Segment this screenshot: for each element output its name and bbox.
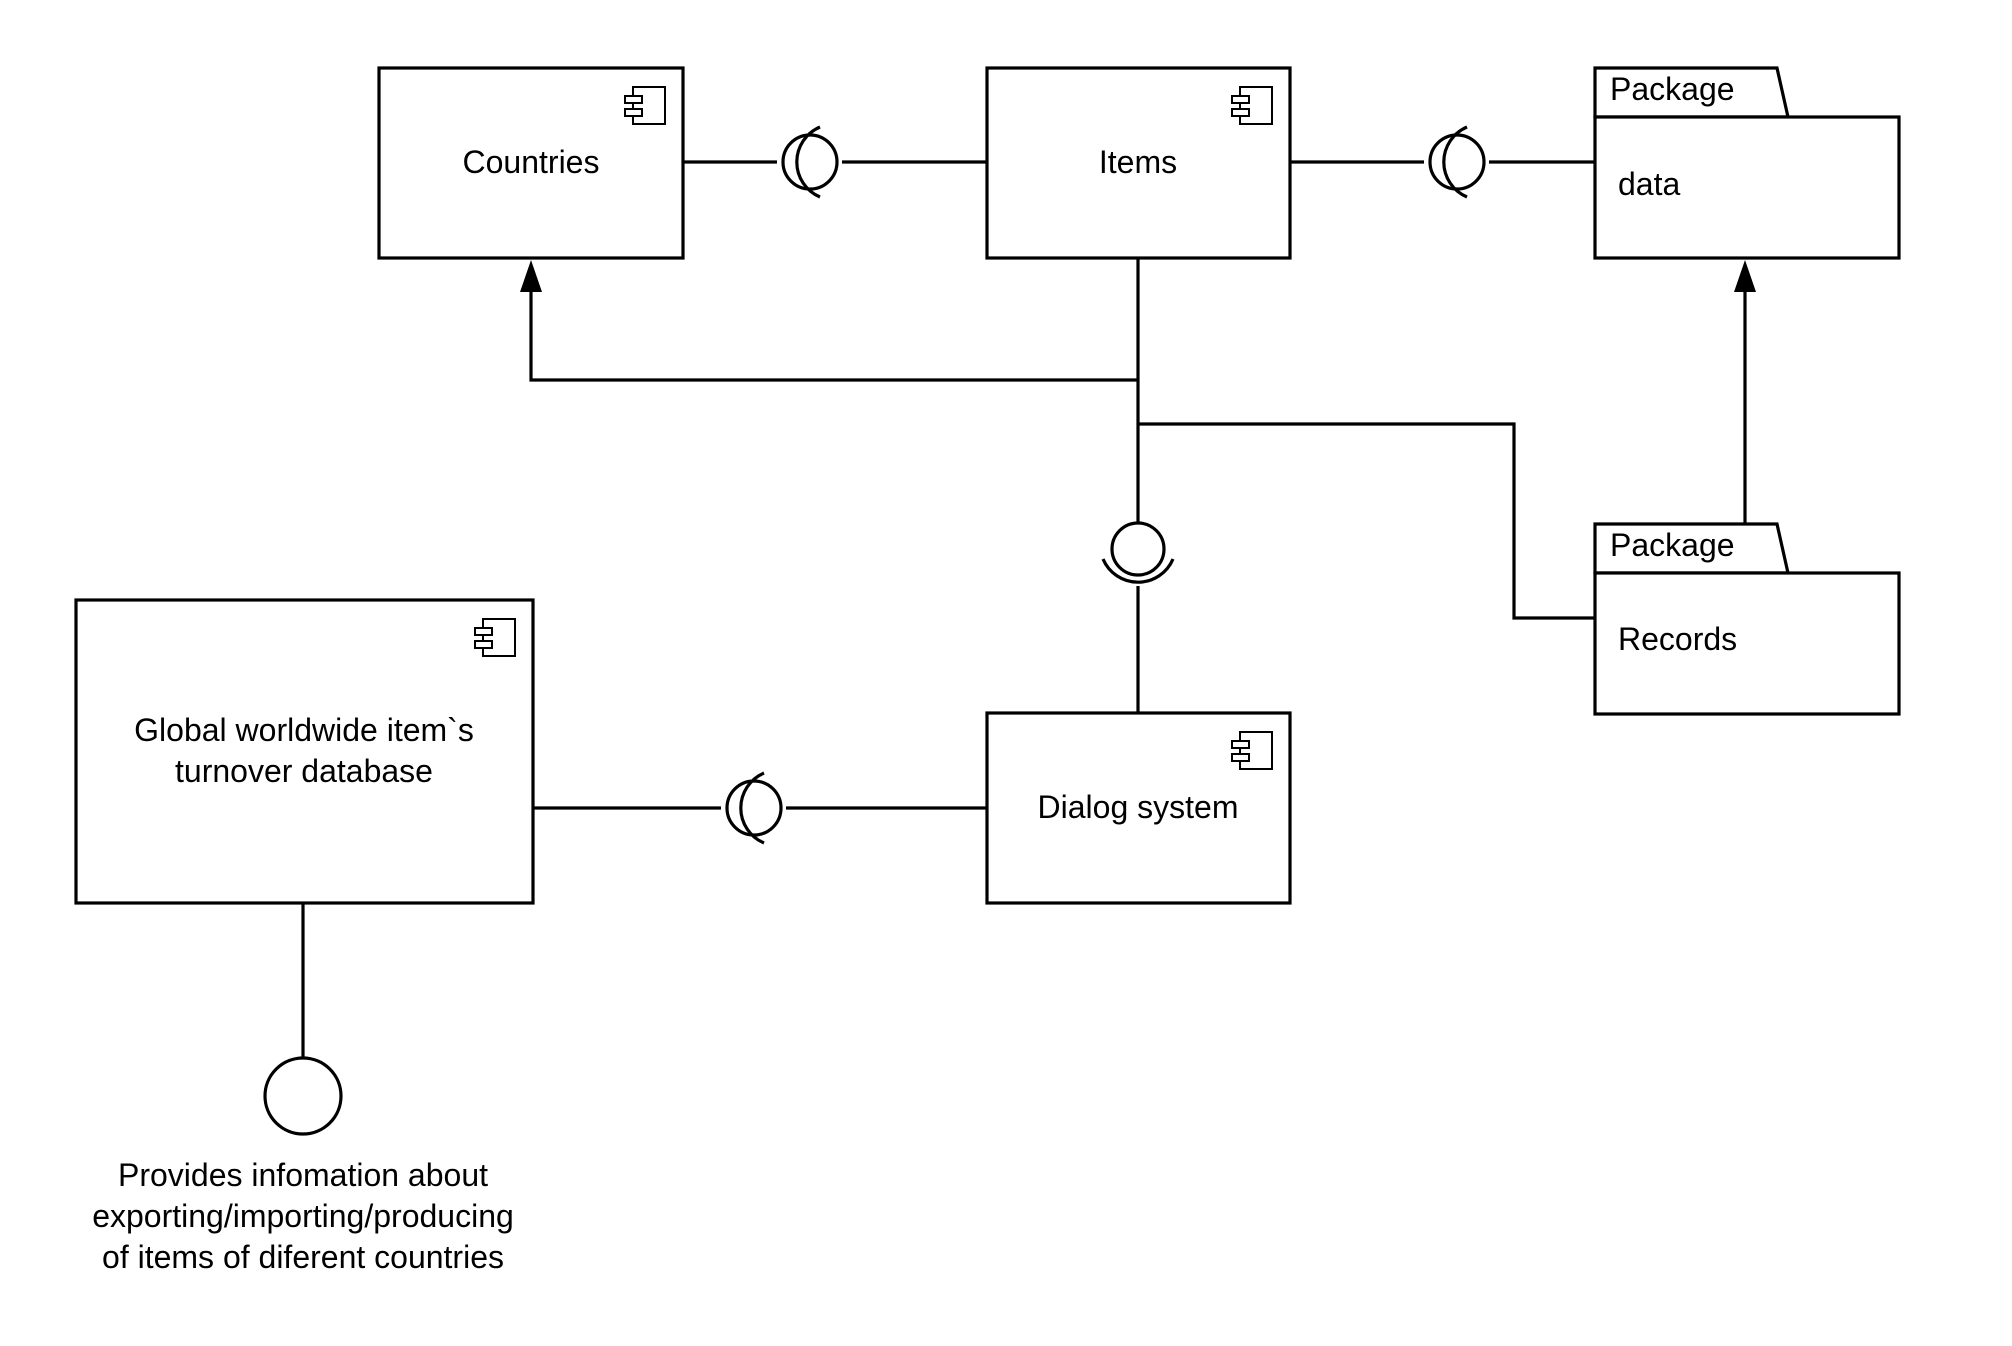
provided-interface-ball — [1428, 133, 1486, 191]
required-interface-socket — [739, 771, 765, 845]
component-items[interactable]: Items — [985, 66, 1292, 260]
package-name: Records — [1618, 621, 1737, 657]
required-interface-socket — [1442, 125, 1468, 199]
package-tab-label: Package — [1610, 71, 1735, 107]
note-line3: of items of diferent countries — [102, 1239, 504, 1275]
arrowhead-data — [1734, 260, 1756, 292]
arrowhead-countries — [520, 260, 542, 292]
package-name: data — [1618, 166, 1680, 202]
note-line2: exporting/importing/producing — [92, 1198, 514, 1234]
component-label: Countries — [463, 144, 600, 180]
connector-to-records — [1138, 422, 1595, 620]
component-icon — [474, 618, 516, 657]
interface-database-dialog[interactable] — [725, 771, 783, 845]
interface-items-dialog[interactable] — [1101, 521, 1175, 584]
component-frame — [74, 598, 535, 905]
package-records[interactable]: Package Records — [1593, 522, 1901, 716]
connectors — [301, 160, 1747, 1058]
required-interface-socket — [795, 125, 821, 199]
note-line1: Provides infomation about — [118, 1157, 488, 1193]
component-icon — [1231, 731, 1273, 770]
interface-note: Provides infomation about exporting/impo… — [92, 1157, 514, 1275]
component-countries[interactable]: Countries — [377, 66, 685, 260]
package-body — [1593, 115, 1901, 260]
component-icon — [1231, 86, 1273, 125]
dependency-to-countries — [529, 292, 1138, 382]
component-dialog-system[interactable]: Dialog system — [985, 711, 1292, 905]
package-data[interactable]: Package data — [1593, 66, 1901, 260]
required-interface-socket — [1101, 558, 1175, 584]
component-label: Dialog system — [1038, 789, 1239, 825]
provided-interface-ball — [1110, 521, 1166, 577]
package-body — [1593, 571, 1901, 716]
provided-interface-ball — [781, 133, 839, 191]
component-database[interactable]: Global worldwide item`s turnover databas… — [74, 598, 535, 905]
component-icon — [624, 86, 666, 125]
interface-database-provided[interactable] — [263, 1056, 343, 1136]
provided-interface-ball — [725, 779, 783, 837]
interface-items-data[interactable] — [1428, 125, 1486, 199]
package-tab-label: Package — [1610, 527, 1735, 563]
component-label: Items — [1099, 144, 1177, 180]
component-label-line1: Global worldwide item`s — [134, 712, 474, 748]
component-label-line2: turnover database — [175, 753, 433, 789]
interface-countries-items[interactable] — [781, 125, 839, 199]
provided-interface-ball — [263, 1056, 343, 1136]
